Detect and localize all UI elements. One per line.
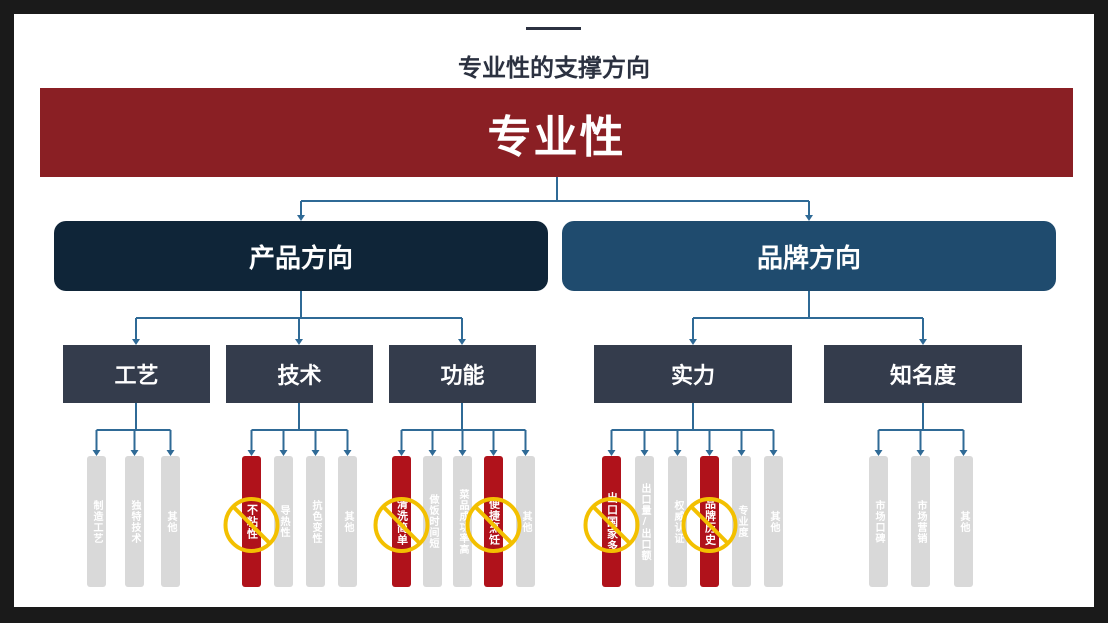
leaf-item: 品牌历史 xyxy=(700,456,719,587)
leaf-item: 做饭时间短 xyxy=(423,456,442,587)
leaf-item: 清洗简单 xyxy=(392,456,411,587)
connector-arrow xyxy=(295,339,303,345)
connector-arrow xyxy=(343,450,352,456)
leaf-item: 便捷烹饪 xyxy=(484,456,503,587)
connector-arrow xyxy=(297,215,305,221)
connector-arrow xyxy=(916,450,925,456)
connector-arrow xyxy=(428,450,437,456)
connector-arrow xyxy=(737,450,746,456)
subcategory-technology: 技术 xyxy=(226,345,373,403)
connector-arrow xyxy=(705,450,714,456)
ban-slash xyxy=(381,505,422,545)
connector-arrow xyxy=(458,450,467,456)
leaf-item: 出口国家多 xyxy=(602,456,621,587)
connector-arrow xyxy=(607,450,616,456)
connector-arrow xyxy=(874,450,883,456)
ban-circle xyxy=(583,497,640,553)
ban-sign-layer xyxy=(223,497,738,553)
connector-arrow xyxy=(689,339,697,345)
ban-slash xyxy=(591,505,632,545)
leaf-item: 其他 xyxy=(516,456,535,587)
root-banner: 专业性 xyxy=(40,88,1073,177)
ban-circle xyxy=(373,497,430,553)
leaf-item: 市场营销 xyxy=(911,456,930,587)
connector-arrow xyxy=(805,215,813,221)
connector-arrow xyxy=(919,339,927,345)
leaf-item: 专业度 xyxy=(732,456,751,587)
ban-slash xyxy=(689,505,730,545)
connector-lines xyxy=(92,177,968,456)
connector-arrow xyxy=(458,339,466,345)
ban-circle xyxy=(465,497,522,553)
connector-arrow xyxy=(521,450,530,456)
subcategory-craft: 工艺 xyxy=(63,345,210,403)
connector-arrow xyxy=(489,450,498,456)
leaf-item: 其他 xyxy=(764,456,783,587)
ban-slash xyxy=(473,505,514,545)
ban-circle xyxy=(681,497,738,553)
slide: 专业性的支撑方向 专业性 产品方向 品牌方向 工艺 技术 功能 实力 知名度 制… xyxy=(14,14,1094,607)
title-accent-bar xyxy=(526,27,581,30)
leaf-item: 独特技术 xyxy=(125,456,144,587)
connector-arrow xyxy=(640,450,649,456)
connector-arrow xyxy=(247,450,256,456)
leaf-item: 菜品成功率高 xyxy=(453,456,472,587)
subcategory-function: 功能 xyxy=(389,345,536,403)
connector-arrow xyxy=(673,450,682,456)
category-brand: 品牌方向 xyxy=(562,221,1056,291)
slide-subtitle: 专业性的支撑方向 xyxy=(458,54,650,82)
connector-arrow xyxy=(769,450,778,456)
leaf-item: 出口量/出口额 xyxy=(635,456,654,587)
ban-slash xyxy=(231,505,272,545)
leaf-item: 其他 xyxy=(338,456,357,587)
leaf-item: 市场口碑 xyxy=(869,456,888,587)
connector-arrow xyxy=(92,450,101,456)
connector-arrow xyxy=(959,450,968,456)
connector-arrow xyxy=(311,450,320,456)
leaf-item: 制造工艺 xyxy=(87,456,106,587)
leaf-item: 权威认证 xyxy=(668,456,687,587)
leaf-item: 其他 xyxy=(954,456,973,587)
subcategory-strength: 实力 xyxy=(594,345,792,403)
subcategory-reputation: 知名度 xyxy=(824,345,1022,403)
category-product: 产品方向 xyxy=(54,221,548,291)
connector-arrow xyxy=(130,450,139,456)
leaf-item: 其他 xyxy=(161,456,180,587)
connector-arrow xyxy=(279,450,288,456)
ban-circle xyxy=(223,497,280,553)
leaf-item: 抗色变性 xyxy=(306,456,325,587)
leaf-item: 导热性 xyxy=(274,456,293,587)
connector-arrow xyxy=(166,450,175,456)
connector-arrow xyxy=(397,450,406,456)
connector-arrow xyxy=(132,339,140,345)
